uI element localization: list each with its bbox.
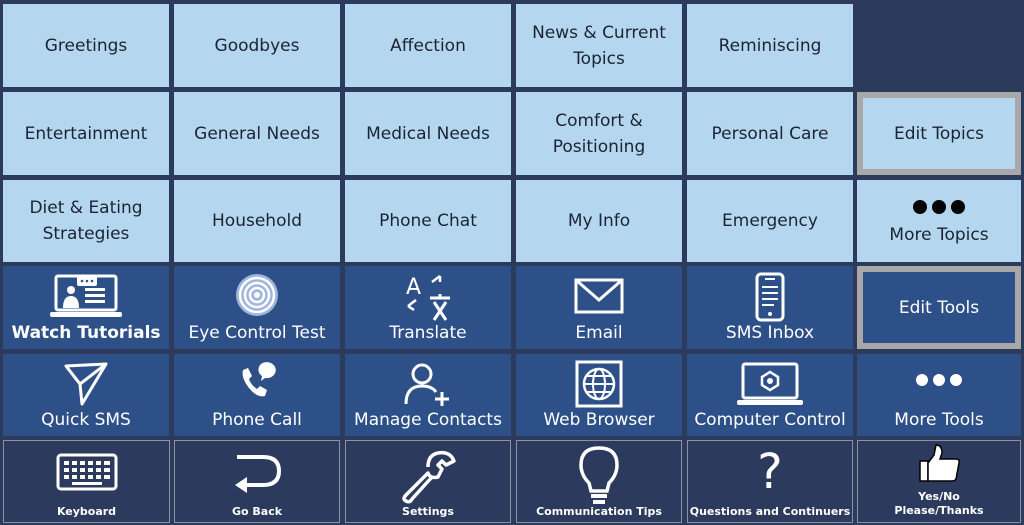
sms-inbox-label: SMS Inbox [725,323,815,343]
add-contact-icon [345,360,511,408]
go-back-button[interactable]: Go Back [174,440,340,523]
eye-control-test-button[interactable]: Eye Control Test [174,266,340,349]
translate-icon: A [345,272,511,324]
communication-tips-button[interactable]: Communication Tips [516,440,682,523]
settings-label: Settings [402,505,454,518]
go-back-label: Go Back [231,505,283,518]
yes-no-label: Yes/No Please/Thanks [858,490,1020,518]
edit-tools-button[interactable]: Edit Tools [857,266,1021,349]
topic-label: Entertainment [24,123,148,144]
edit-topics-button[interactable]: Edit Topics [857,92,1021,175]
back-arrow-icon [175,449,339,499]
topic-reminiscing[interactable]: Reminiscing [687,4,853,87]
edit-topics-label: Edit Topics [894,123,984,144]
topic-label: My Info [567,211,631,231]
phone-call-button[interactable]: Phone Call [174,354,340,436]
topic-label: Personal Care [711,123,829,144]
topic-label: Emergency [722,211,818,231]
wrench-icon [346,447,510,505]
topic-label-line1: Diet & Eating [29,198,143,218]
more-dots-icon [913,200,965,214]
topic-label: Reminiscing [718,35,822,56]
topic-diet[interactable]: Diet & Eating Strategies [3,180,169,262]
globe-window-icon [516,360,682,408]
topic-label: Medical Needs [366,123,490,144]
yes-no-button[interactable]: Yes/No Please/Thanks [857,440,1021,523]
email-label: Email [575,323,623,343]
topic-household[interactable]: Household [174,180,340,262]
settings-button[interactable]: Settings [345,440,511,523]
topic-label: Household [212,211,302,231]
svg-text:A: A [406,275,421,300]
topic-phone-chat[interactable]: Phone Chat [345,180,511,262]
topic-label: General Needs [194,123,320,144]
phone-call-icon [174,360,340,404]
topic-label: Goodbyes [214,35,300,56]
send-plane-icon [3,360,169,408]
please-thanks-text: Please/Thanks [894,504,984,517]
topic-comfort[interactable]: Comfort & Positioning [516,92,682,175]
eye-control-test-label: Eye Control Test [188,323,326,343]
more-tools-button[interactable]: More Tools [857,354,1021,436]
keyboard-label: Keyboard [56,505,117,518]
email-button[interactable]: Email [516,266,682,349]
manage-contacts-label: Manage Contacts [354,410,502,430]
computer-control-label: Computer Control [694,410,846,430]
topic-entertainment[interactable]: Entertainment [3,92,169,175]
eye-target-icon [174,272,340,318]
sms-inbox-button[interactable]: SMS Inbox [687,266,853,349]
topic-label: Affection [390,35,466,56]
translate-button[interactable]: A Translate [345,266,511,349]
questions-button[interactable]: ? Questions and Continuers [687,440,853,523]
questions-label: Questions and Continuers [689,505,851,518]
topic-label-line1: News & Current [532,22,666,43]
watch-tutorials-button[interactable]: Watch Tutorials [3,266,169,349]
topic-label-line2: Topics [573,48,625,69]
topic-goodbyes[interactable]: Goodbyes [174,4,340,87]
topic-label: Greetings [44,35,128,56]
quick-sms-label: Quick SMS [41,410,131,430]
topic-medical-needs[interactable]: Medical Needs [345,92,511,175]
topic-label-line1: Comfort & [555,110,643,131]
communication-tips-label: Communication Tips [536,505,662,518]
more-tools-label: More Tools [894,410,984,430]
tutorial-video-icon [3,272,169,324]
topic-personal-care[interactable]: Personal Care [687,92,853,175]
watch-tutorials-label: Watch Tutorials [11,323,161,343]
more-topics-button[interactable]: More Topics [857,180,1021,262]
translate-label: Translate [389,323,467,343]
envelope-icon [516,278,682,314]
quick-sms-button[interactable]: Quick SMS [3,354,169,436]
laptop-icon [687,360,853,408]
edit-tools-label: Edit Tools [898,297,980,318]
topic-greetings[interactable]: Greetings [3,4,169,87]
manage-contacts-button[interactable]: Manage Contacts [345,354,511,436]
question-mark-icon: ? [757,444,783,500]
lightbulb-icon [517,445,681,507]
yes-no-text: Yes/No [918,490,960,503]
more-dots-icon [857,374,1021,386]
web-browser-label: Web Browser [543,410,655,430]
topic-affection[interactable]: Affection [345,4,511,87]
topic-label-line2: Strategies [42,224,130,244]
topic-emergency[interactable]: Emergency [687,180,853,262]
computer-control-button[interactable]: Computer Control [687,354,853,436]
keyboard-icon [4,453,169,491]
topic-news[interactable]: News & Current Topics [516,4,682,87]
more-topics-label: More Topics [889,225,989,245]
topic-my-info[interactable]: My Info [516,180,682,262]
topic-label-line2: Positioning [552,136,646,157]
web-browser-button[interactable]: Web Browser [516,354,682,436]
topic-general-needs[interactable]: General Needs [174,92,340,175]
keyboard-button[interactable]: Keyboard [3,440,170,523]
topic-label: Phone Chat [379,211,477,231]
thumbs-up-icon [858,443,1020,483]
phone-icon [687,272,853,322]
phone-call-label: Phone Call [212,410,302,430]
